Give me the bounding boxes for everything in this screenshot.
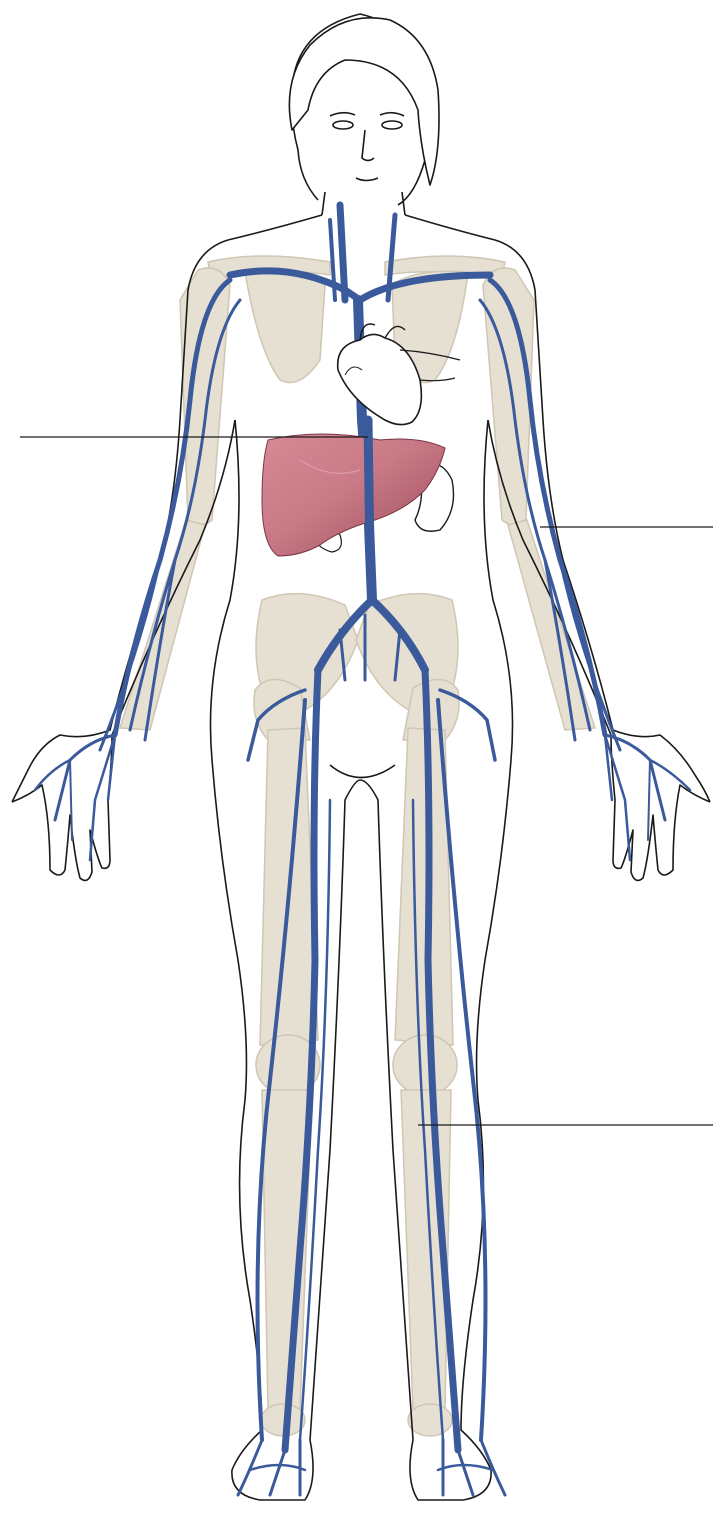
body-outline [12, 14, 710, 1500]
liver-icon [262, 434, 445, 556]
skeleton [120, 256, 595, 1436]
